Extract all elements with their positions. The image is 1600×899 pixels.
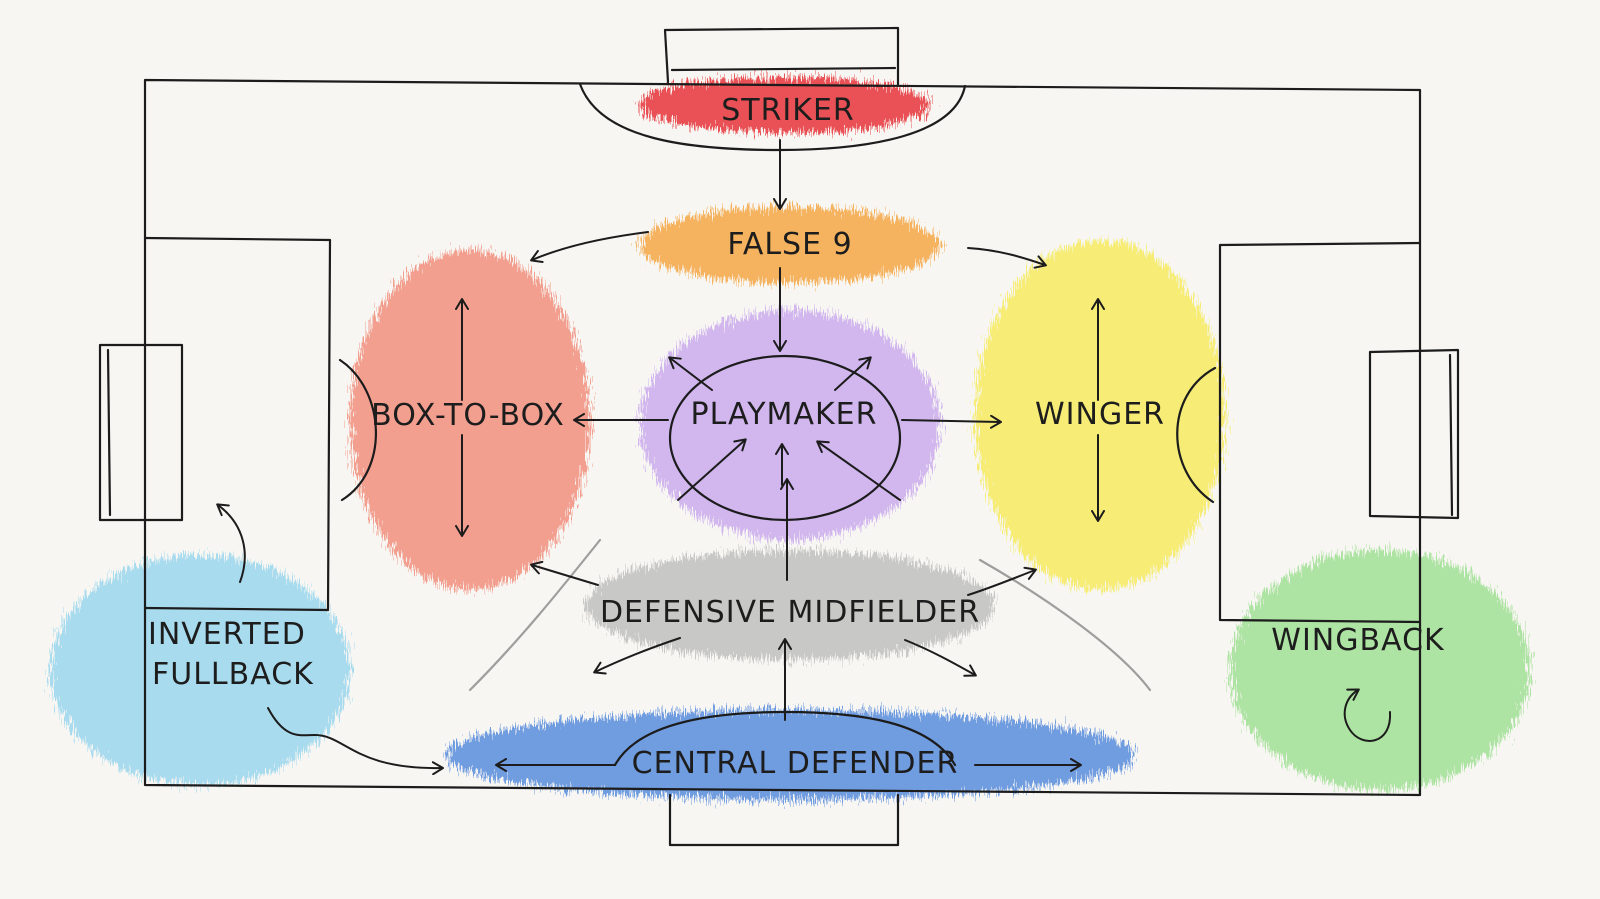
movement-arrows bbox=[216, 139, 1392, 776]
defensive-midfielder-label: DEFENSIVE MIDFIELDER bbox=[600, 595, 980, 630]
arrow-dm-downleft bbox=[593, 637, 681, 675]
wingback-zone bbox=[1230, 550, 1530, 790]
arrow-fullback-invert bbox=[267, 707, 444, 776]
arrow-wingback-loop bbox=[1343, 688, 1392, 742]
playmaker-label: PLAYMAKER bbox=[691, 397, 878, 432]
arrow-false9-right bbox=[967, 247, 1047, 269]
inverted-fullback-zone bbox=[50, 555, 350, 785]
right-goal bbox=[1368, 348, 1460, 520]
box-to-box-label: BOX-TO-BOX bbox=[371, 398, 565, 433]
top-goal-inner bbox=[670, 66, 897, 72]
arrow-playmaker-upleft bbox=[668, 356, 713, 391]
arrow-fullback-up bbox=[216, 503, 246, 583]
right-box-arc bbox=[1176, 366, 1217, 504]
right-penalty-box bbox=[1218, 241, 1422, 624]
center-diagonal-right bbox=[978, 558, 1152, 692]
arrow-in-from-lowright bbox=[816, 440, 901, 501]
role-labels: STRIKER FALSE 9 BOX-TO-BOX PLAYMAKER WIN… bbox=[148, 93, 1445, 781]
winger-zone bbox=[975, 240, 1225, 590]
left-box-arc bbox=[338, 358, 377, 502]
bottom-goal bbox=[668, 793, 900, 847]
false9-label: FALSE 9 bbox=[727, 227, 852, 262]
left-penalty-box bbox=[143, 236, 332, 612]
inverted-fullback-label-line2: FULLBACK bbox=[152, 657, 314, 692]
central-defender-zone bbox=[445, 710, 1135, 800]
arrow-dm-upleft bbox=[530, 560, 599, 586]
arrow-in-from-lowleft bbox=[677, 438, 747, 501]
inverted-fullback-label-line1: INVERTED bbox=[148, 617, 306, 652]
right-goal-inner bbox=[1448, 353, 1454, 517]
left-goal-inner bbox=[106, 348, 112, 517]
winger-label: WINGER bbox=[1035, 397, 1165, 432]
pitch-boundary bbox=[143, 78, 1422, 797]
arrow-dm-downright bbox=[904, 639, 977, 677]
box-to-box-zone bbox=[350, 250, 590, 590]
color-zones bbox=[50, 77, 1530, 800]
striker-zone bbox=[640, 77, 930, 133]
center-diagonal-left bbox=[468, 538, 602, 692]
arrow-false9-left bbox=[530, 231, 649, 263]
central-defender-label: CENTRAL DEFENDER bbox=[632, 746, 959, 781]
false9-zone bbox=[640, 207, 940, 283]
striker-label: STRIKER bbox=[721, 93, 855, 128]
wingback-label: WINGBACK bbox=[1271, 623, 1445, 658]
top-goal bbox=[663, 26, 900, 87]
left-goal bbox=[98, 343, 184, 522]
arrow-playmaker-right bbox=[901, 414, 1002, 429]
playmaker-circle bbox=[668, 354, 902, 522]
arrow-playmaker-upright bbox=[834, 356, 872, 391]
arrow-dm-upright bbox=[967, 566, 1037, 596]
pitch-lines bbox=[98, 26, 1460, 847]
defensive-midfielder-zone bbox=[585, 550, 995, 660]
